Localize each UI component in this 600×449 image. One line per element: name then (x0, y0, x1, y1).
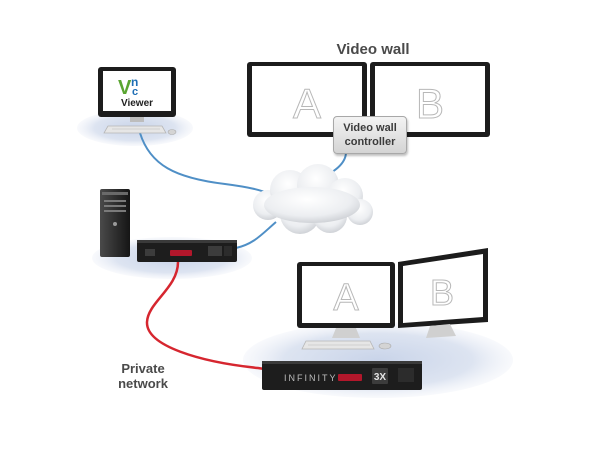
controller-label-line1: Video wall (343, 122, 397, 134)
local-infinity-unit: INFINITY 3X (262, 361, 422, 390)
vnc-logo-icon: V (118, 77, 132, 99)
video-wall-title: Video wall (336, 41, 410, 58)
local-screen-b-letter: B (430, 272, 454, 313)
screen-b-letter: B (416, 80, 444, 127)
private-label-line2: network (118, 376, 168, 391)
screen-a-letter: A (293, 80, 321, 127)
unit-network-cable (235, 221, 277, 249)
unit-brand-label: INFINITY (284, 373, 338, 383)
vnc-viewer-computer: V n c Viewer (98, 67, 177, 135)
controller-label-line2: controller (344, 136, 396, 148)
vnc-logo-n: n (131, 75, 138, 89)
video-wall-controller-box: Video wall controller (333, 116, 407, 154)
vnc-network-cable (139, 132, 273, 196)
local-keyboard (301, 340, 392, 350)
local-monitor-b: B (398, 248, 488, 338)
server-infinity-unit (137, 240, 237, 262)
private-network-label: Private network (103, 361, 183, 391)
unit-3x-badge: 3X (374, 372, 387, 383)
local-screen-a-letter: A (333, 277, 359, 319)
server-tower (100, 189, 130, 257)
private-label-line1: Private (121, 361, 165, 376)
local-monitor-a: A (297, 262, 395, 338)
vnc-viewer-label: Viewer (121, 98, 153, 109)
vnc-logo-c: c (132, 86, 138, 98)
cloud-icon (253, 164, 373, 234)
